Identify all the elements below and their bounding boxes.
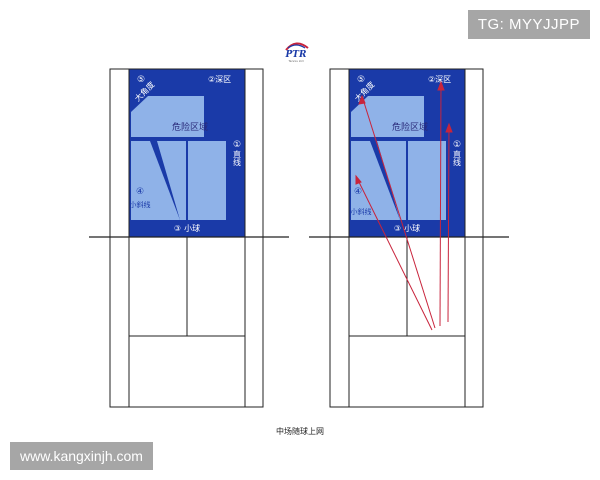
logo-subtext: Tennis Ltd xyxy=(287,59,303,63)
right-zone2-label: ②深区 xyxy=(428,75,451,84)
left-zone1-label: 直线 xyxy=(233,149,242,166)
right-zone2-num: ② xyxy=(428,75,435,84)
site-watermark: www.kangxinjh.com xyxy=(10,442,153,470)
arrowhead-deep xyxy=(437,80,445,91)
right-zone4-num: ④ xyxy=(354,187,362,197)
right-zone3-text: 小球 xyxy=(404,223,420,233)
left-zone4-label: 小斜线 xyxy=(130,200,151,209)
shot-arrow-deep xyxy=(439,81,442,327)
right-zone4-label: 小斜线 xyxy=(351,207,372,216)
left-danger-label: 危险区域 xyxy=(172,121,208,133)
tg-watermark: TG: MYYJJPP xyxy=(467,10,590,39)
left-zone2-num: ② xyxy=(208,75,215,84)
left-zone2-text: 深区 xyxy=(215,75,231,84)
right-zone2-text: 深区 xyxy=(435,75,451,84)
arrowhead-cross xyxy=(355,174,362,185)
left-zone5-num: ⑤ xyxy=(137,75,145,85)
shot-arrow-cross xyxy=(355,175,433,331)
right-zone1-num: ① xyxy=(453,140,461,150)
shot-arrows xyxy=(355,80,453,331)
right-zone1-label: 直线 xyxy=(453,149,462,166)
left-zone3-text: 小球 xyxy=(184,223,200,233)
shot-arrow-straight xyxy=(447,123,450,323)
ptr-logo: PTR Tennis Ltd xyxy=(285,42,309,63)
left-zone3-num: ③ xyxy=(174,224,181,233)
arrowhead-straight xyxy=(445,122,453,133)
diagram-caption: 中场随球上网 xyxy=(276,427,324,436)
left-zone2-label: ②深区 xyxy=(208,75,231,84)
right-danger-label: 危险区域 xyxy=(392,121,428,133)
right-zone5-num: ⑤ xyxy=(357,75,365,85)
arrowhead-wide xyxy=(358,94,366,105)
right-zone3-num: ③ xyxy=(394,224,401,233)
left-zone4-num: ④ xyxy=(136,187,144,197)
shot-arrow-wide xyxy=(361,95,436,329)
left-zone1-num: ① xyxy=(233,140,241,150)
logo-text: PTR xyxy=(285,50,307,60)
